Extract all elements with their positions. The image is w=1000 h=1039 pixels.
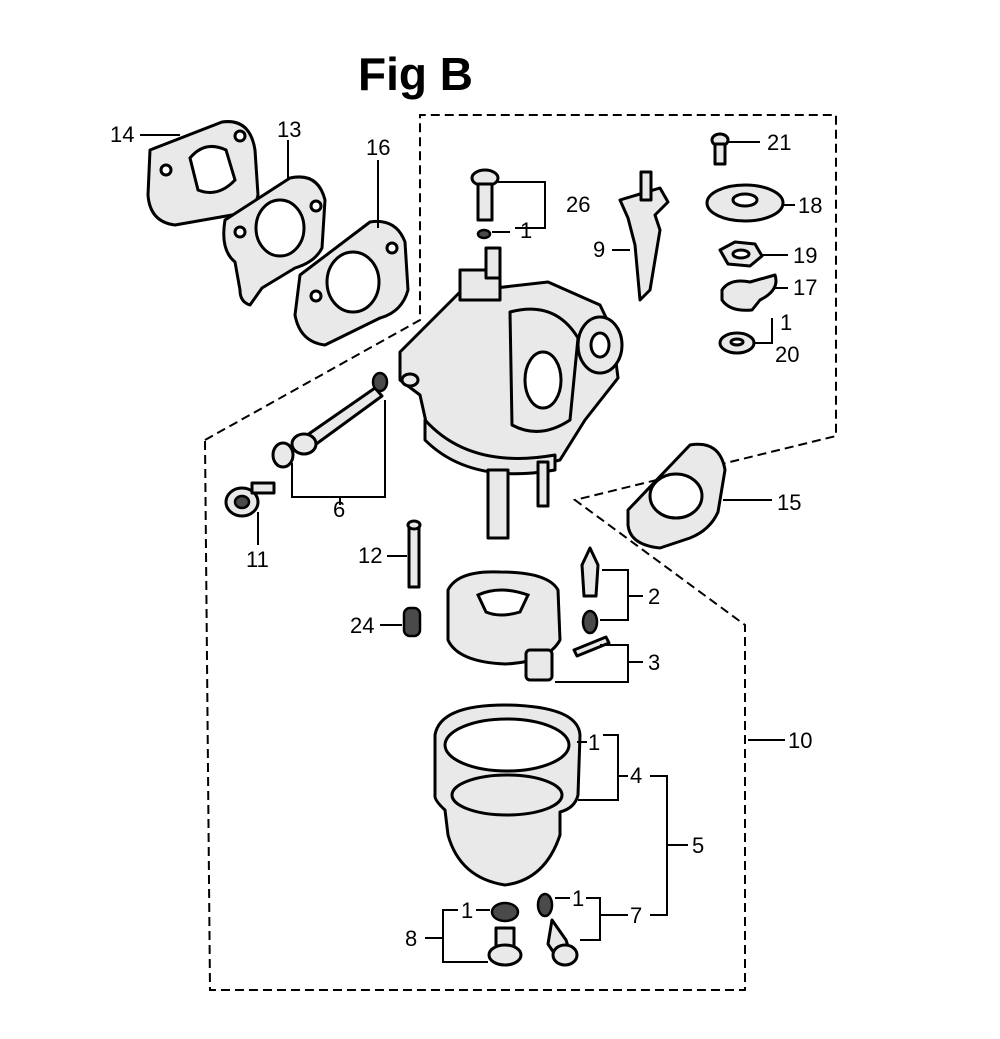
throttle-lever-17 [720, 273, 778, 312]
main-nozzle-12 [406, 519, 422, 589]
washer-20 [718, 331, 756, 355]
callout-1-chamber: 1 [588, 730, 600, 755]
figure-title: Fig B [358, 48, 473, 100]
callout-8: 8 [405, 926, 417, 951]
gasket-16 [293, 219, 410, 347]
screw-11 [224, 481, 276, 518]
callout-21: 21 [767, 130, 791, 155]
callout-7: 7 [630, 903, 642, 928]
insulator-15 [626, 442, 727, 550]
callout-6: 6 [333, 497, 345, 522]
carburetor-body [398, 246, 624, 540]
screw-26 [470, 168, 500, 240]
callout-19: 19 [793, 243, 817, 268]
callout-1-hose: 1 [520, 218, 532, 243]
insulator-13 [222, 175, 327, 307]
callout-12: 12 [358, 543, 382, 568]
gasket-14 [146, 120, 260, 227]
callout-1-slow: 1 [572, 886, 584, 911]
callout-14: 14 [110, 122, 134, 147]
callout-18: 18 [798, 193, 822, 218]
callout-17: 17 [793, 275, 817, 300]
washer-18 [705, 183, 785, 223]
float-chamber-4 [433, 703, 582, 887]
screw-21 [710, 132, 730, 166]
callout-15: 15 [777, 490, 801, 515]
callout-20: 20 [775, 342, 799, 367]
float-valve-2 [580, 546, 600, 635]
drain-screw-8 [487, 901, 523, 967]
callout-9: 9 [593, 237, 605, 262]
callout-24: 24 [350, 613, 374, 638]
callout-1-lever: 1 [780, 310, 792, 335]
callout-13: 13 [277, 117, 301, 142]
callout-10: 10 [788, 728, 812, 753]
callout-1-drain: 1 [461, 898, 473, 923]
callout-labels: 14 13 16 26 1 21 18 9 19 17 1 20 15 6 11… [110, 117, 822, 951]
callout-4: 4 [630, 763, 642, 788]
float-pin-3 [572, 635, 611, 658]
callout-3: 3 [648, 650, 660, 675]
main-jet-24 [402, 606, 422, 638]
callout-5: 5 [692, 833, 704, 858]
slow-screw-7 [536, 892, 579, 967]
pilot-screw-6 [271, 371, 389, 469]
choke-lever-9 [618, 170, 670, 302]
nut-19 [718, 240, 764, 268]
callout-2: 2 [648, 584, 660, 609]
callout-11: 11 [246, 547, 269, 572]
callout-16: 16 [366, 135, 390, 160]
callout-26: 26 [566, 192, 590, 217]
leader-lines [140, 134, 795, 963]
float [446, 570, 562, 682]
